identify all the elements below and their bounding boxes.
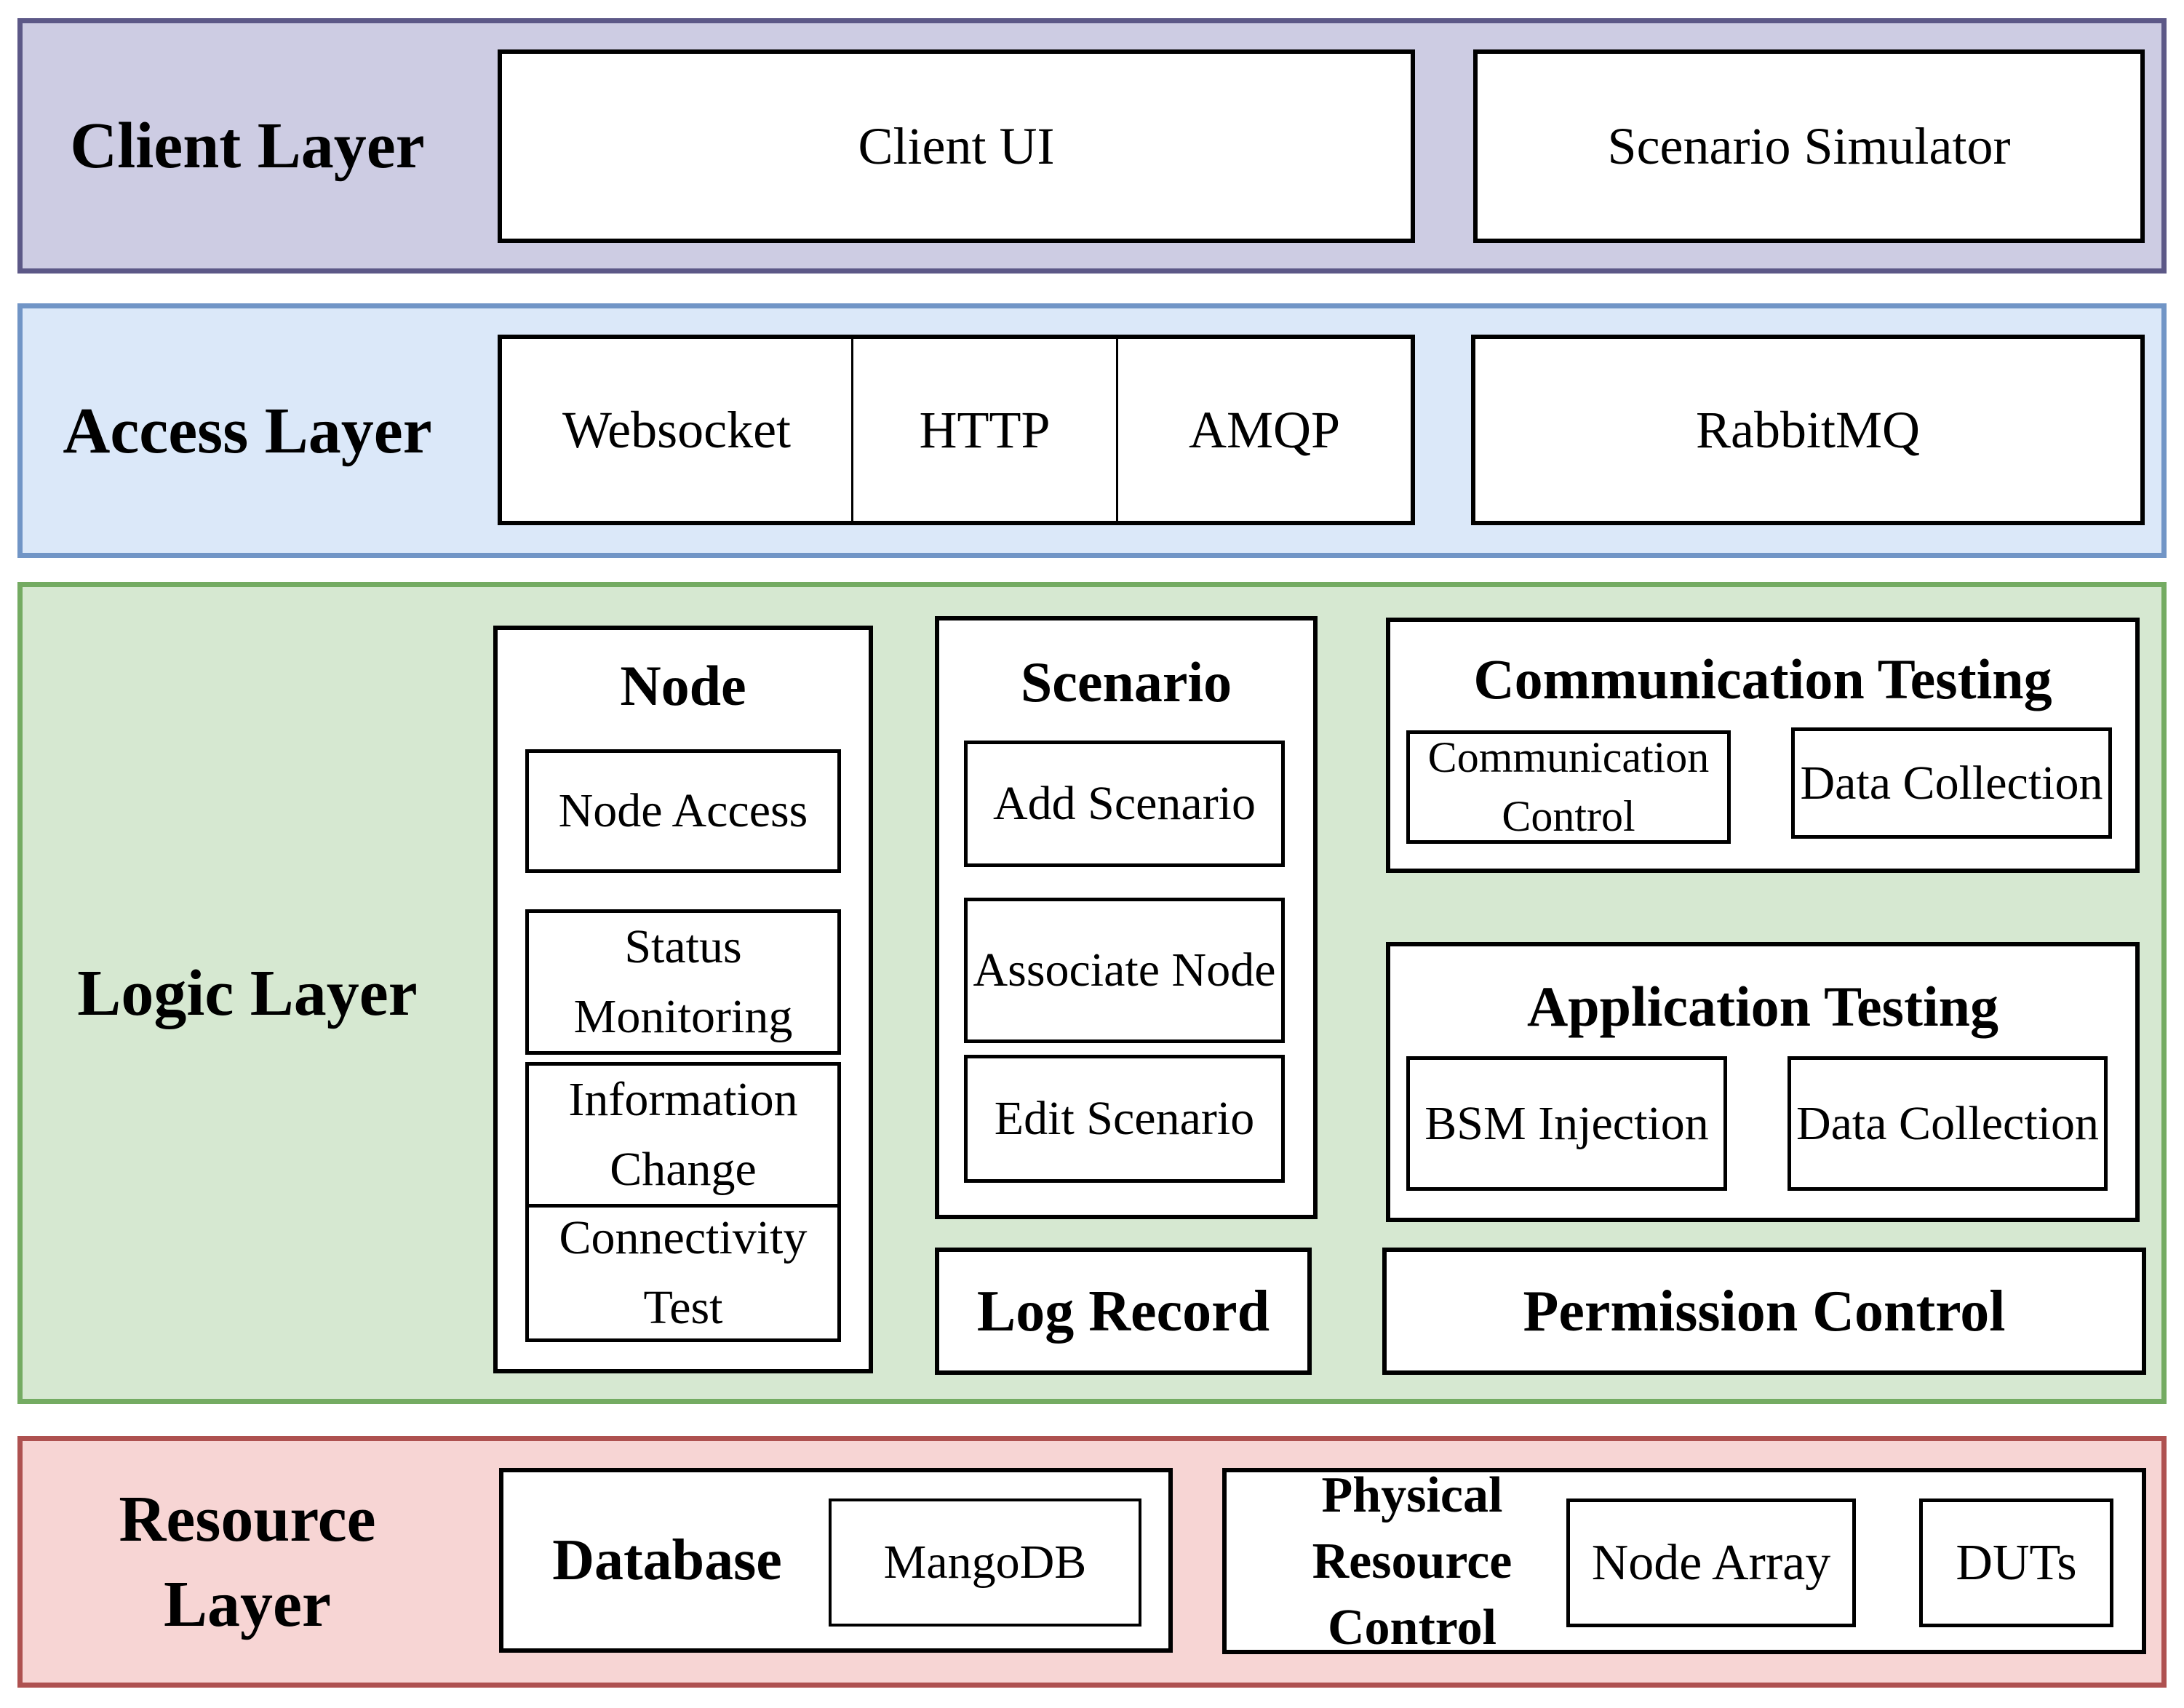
mangodb-box: MangoDB bbox=[829, 1499, 1141, 1627]
add-scenario-box: Add Scenario bbox=[964, 741, 1285, 867]
bsm-injection-box: BSM Injection bbox=[1406, 1056, 1727, 1191]
rabbitmq-box: RabbitMQ bbox=[1471, 335, 2145, 525]
connectivity-test-box: Connectivity Test bbox=[525, 1204, 841, 1342]
access-layer-label: Access Layer bbox=[63, 394, 432, 467]
scenario-group-title: Scenario bbox=[1020, 650, 1232, 714]
scenario-group: Scenario Add Scenario Associate Node Edi… bbox=[935, 616, 1318, 1219]
communication-testing-group: Communication Testing Communication Cont… bbox=[1386, 618, 2140, 873]
logic-layer-label: Logic Layer bbox=[77, 957, 418, 1029]
duts-box: DUTs bbox=[1919, 1499, 2113, 1627]
node-group: Node Node Access Status Monitoring Infor… bbox=[493, 626, 873, 1373]
node-access-box: Node Access bbox=[525, 749, 841, 873]
protocol-box: Websocket HTTP AMQP bbox=[498, 335, 1415, 525]
node-array-box: Node Array bbox=[1566, 1499, 1856, 1627]
physical-resource-control-group: Physical Resource Control Node Array DUT… bbox=[1222, 1466, 2146, 1656]
database-label: Database bbox=[552, 1528, 782, 1592]
associate-node-box: Associate Node bbox=[964, 898, 1285, 1043]
application-testing-title: Application Testing bbox=[1526, 975, 1999, 1038]
scenario-simulator-box: Scenario Simulator bbox=[1473, 49, 2145, 243]
communication-control-box: Communication Control bbox=[1406, 730, 1731, 844]
client-ui-box: Client UI bbox=[498, 49, 1415, 243]
communication-testing-title: Communication Testing bbox=[1473, 647, 2052, 711]
status-monitoring-box: Status Monitoring bbox=[525, 909, 841, 1055]
edit-scenario-box: Edit Scenario bbox=[964, 1055, 1285, 1183]
amqp-cell: AMQP bbox=[1116, 339, 1411, 521]
database-group: Database MangoDB bbox=[499, 1468, 1173, 1653]
permission-control-box: Permission Control bbox=[1382, 1248, 2146, 1375]
http-cell: HTTP bbox=[851, 339, 1116, 521]
communication-data-collection-box: Data Collection bbox=[1791, 727, 2112, 839]
log-record-box: Log Record bbox=[935, 1248, 1312, 1375]
physical-resource-control-label: Physical Resource Control bbox=[1312, 1466, 1513, 1656]
websocket-cell: Websocket bbox=[562, 400, 792, 459]
client-layer-label: Client Layer bbox=[70, 110, 425, 182]
application-testing-group: Application Testing BSM Injection Data C… bbox=[1386, 942, 2140, 1222]
application-data-collection-box: Data Collection bbox=[1788, 1056, 2108, 1191]
node-group-title: Node bbox=[620, 654, 746, 717]
information-change-box: Information Change bbox=[525, 1062, 841, 1208]
resource-layer-label: Resource Layer bbox=[119, 1483, 376, 1640]
